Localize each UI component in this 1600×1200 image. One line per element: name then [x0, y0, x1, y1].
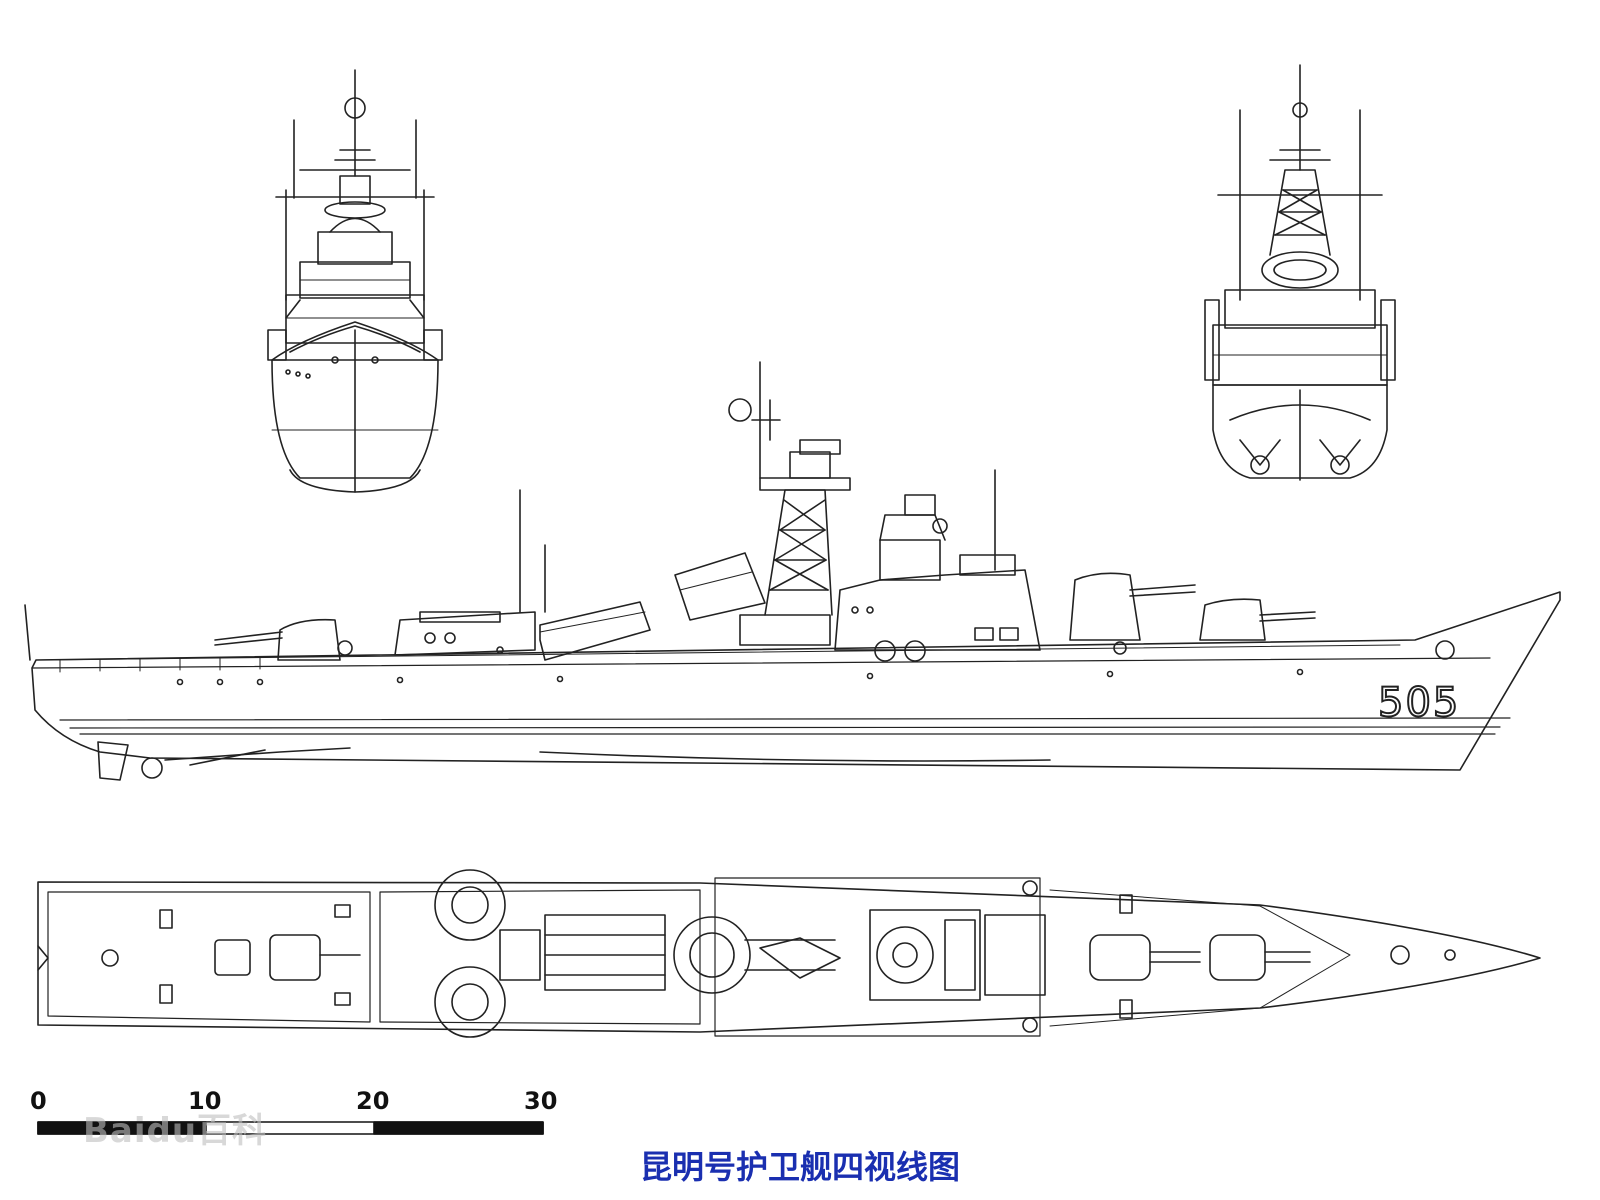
- plan-view: [37, 869, 1541, 1038]
- figure-caption: 昆明号护卫舰四视线图: [639, 1148, 960, 1186]
- hull-number: 505: [1377, 679, 1461, 727]
- scale-label-20: 20: [356, 1087, 390, 1115]
- rear-view: [1204, 64, 1396, 481]
- side-view: [24, 361, 1561, 781]
- front-view: [267, 69, 443, 493]
- scale-label-30: 30: [524, 1087, 558, 1115]
- scale-bar: [37, 1121, 544, 1135]
- scale-label-10: 10: [188, 1087, 222, 1115]
- scale-label-0: 0: [30, 1087, 47, 1115]
- watermark-logo: Baidu百科: [83, 1111, 268, 1151]
